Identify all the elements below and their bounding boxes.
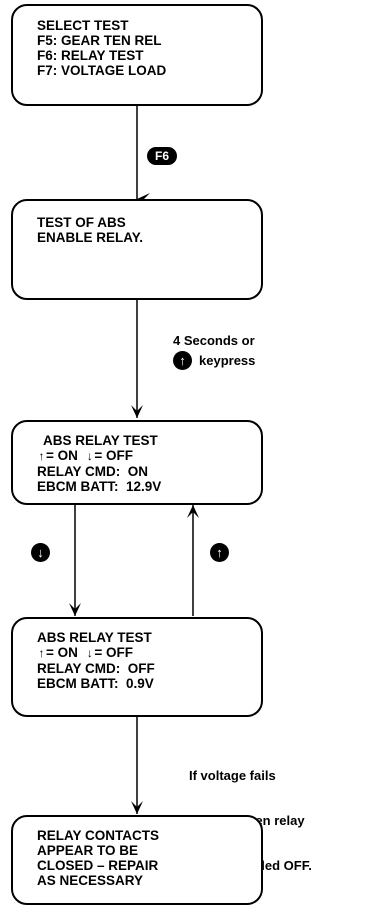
- off-label: = OFF: [94, 448, 134, 463]
- arrow-enable-to-relay-on-head: [131, 405, 143, 418]
- on-label: = ON: [46, 448, 78, 463]
- screen-title: ABS RELAY TEST: [37, 630, 152, 645]
- down-arrow-key-icon: ↓: [31, 543, 50, 562]
- keypress-label: keypress: [199, 353, 256, 368]
- screen-line: ENABLE RELAY.: [37, 230, 144, 245]
- enable-relay-screen: TEST OF ABS ENABLE RELAY.: [11, 199, 263, 300]
- ebcm-batt-line: EBCM BATT: 12.9V: [37, 479, 162, 494]
- up-arrow-key-icon: ↑: [173, 351, 192, 370]
- screen-line: RELAY CONTACTS: [37, 828, 160, 843]
- repair-screen: RELAY CONTACTS APPEAR TO BE CLOSED – REP…: [11, 815, 263, 905]
- up-arrow-key-icon: ↑: [210, 543, 229, 562]
- screen-line: AS NECESSARY: [37, 873, 144, 888]
- arrow-relay-off-to-on-head: [187, 505, 199, 518]
- screen-line: APPEAR TO BE: [37, 843, 139, 858]
- note-line: If voltage fails: [189, 768, 276, 783]
- relay-cmd-line: RELAY CMD: OFF: [37, 661, 155, 676]
- relay-on-screen: ABS RELAY TEST ↑= ON ↓= OFF RELAY CMD: O…: [11, 420, 263, 505]
- screen-line: SELECT TEST: [37, 18, 129, 33]
- up-arrow-icon: ↑: [38, 646, 45, 660]
- arrow-relay-on-to-off-head: [69, 603, 81, 616]
- screen-line: CLOSED – REPAIR: [37, 858, 159, 873]
- ebcm-batt-line: EBCM BATT: 0.9V: [37, 676, 154, 691]
- screen-line: F5: GEAR TEN REL: [37, 33, 162, 48]
- screen-line: TEST OF ABS: [37, 215, 126, 230]
- timeout-label: 4 Seconds or: [173, 333, 255, 348]
- screen-line: F7: VOLTAGE LOAD: [37, 63, 167, 78]
- up-arrow-icon: ↑: [38, 449, 45, 463]
- screen-title: ABS RELAY TEST: [43, 433, 158, 448]
- relay-cmd-line: RELAY CMD: ON: [37, 464, 149, 479]
- on-off-legend: ↑= ON ↓= OFF: [37, 448, 251, 464]
- arrow-relay-off-to-repair-head: [131, 801, 143, 814]
- select-test-screen: SELECT TEST F5: GEAR TEN REL F6: RELAY T…: [11, 4, 263, 106]
- relay-off-screen: ABS RELAY TEST ↑= ON ↓= OFF RELAY CMD: O…: [11, 617, 263, 717]
- down-arrow-icon: ↓: [86, 646, 93, 660]
- off-label: = OFF: [94, 645, 134, 660]
- down-arrow-icon: ↓: [86, 449, 93, 463]
- on-label: = ON: [46, 645, 78, 660]
- on-off-legend: ↑= ON ↓= OFF: [37, 645, 251, 661]
- f6-key-icon: F6: [147, 147, 177, 165]
- screen-line: F6: RELAY TEST: [37, 48, 144, 63]
